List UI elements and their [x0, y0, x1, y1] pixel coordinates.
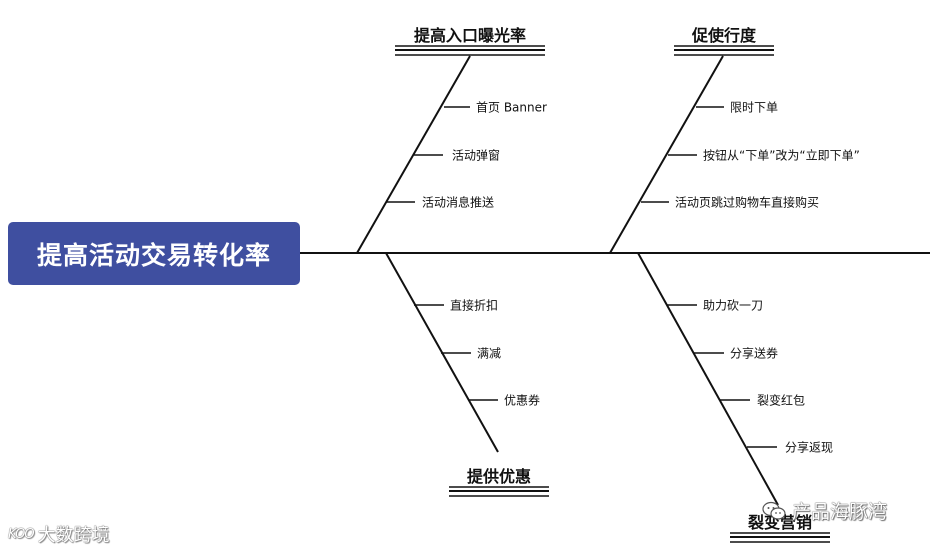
watermark-logo: KOO	[8, 526, 35, 542]
cause-label: 活动弹窗	[452, 148, 501, 163]
cause-label: 助力砍一刀	[703, 298, 764, 313]
underline-bottom-right	[730, 532, 830, 543]
cause-label: 按钮从“下单”改为“立即下单”	[703, 148, 860, 163]
effect-label: 提高活动交易转化率	[36, 240, 271, 270]
effect-box: 提高活动交易转化率	[8, 222, 300, 285]
underline-bottom-left	[449, 486, 549, 497]
cause-label: 分享送券	[730, 346, 779, 361]
category-label-urge: 促使行度	[691, 26, 757, 45]
cause-label: 活动消息推送	[422, 195, 495, 210]
bone-top-left	[356, 55, 471, 254]
cause-label: 优惠券	[504, 393, 541, 408]
bone-top-right	[609, 55, 724, 254]
cause-label: 首页 Banner	[476, 100, 547, 115]
underline-top-right	[674, 45, 774, 56]
category-label-exposure: 提高入口曝光率	[413, 26, 527, 45]
wechat-icon	[762, 501, 786, 520]
bone-bottom-right	[637, 252, 779, 506]
cause-label: 活动页跳过购物车直接购买	[675, 195, 820, 210]
category-label-discount: 提供优惠	[466, 467, 532, 486]
cause-label: 分享返现	[785, 440, 834, 455]
watermark-text: 大数跨境	[37, 525, 110, 546]
underline-top-left	[395, 45, 545, 56]
watermark-wechat: 产品海豚湾	[762, 497, 887, 524]
cause-label: 直接折扣	[450, 298, 499, 313]
cause-label: 限时下单	[730, 100, 779, 115]
watermark-text: 产品海豚湾	[792, 501, 888, 523]
cause-label: 裂变红包	[757, 393, 806, 408]
cause-label: 满减	[477, 346, 502, 361]
watermark-brand: KOO 大数跨境	[8, 521, 110, 547]
category-label-viral: 裂变营销	[747, 513, 813, 532]
